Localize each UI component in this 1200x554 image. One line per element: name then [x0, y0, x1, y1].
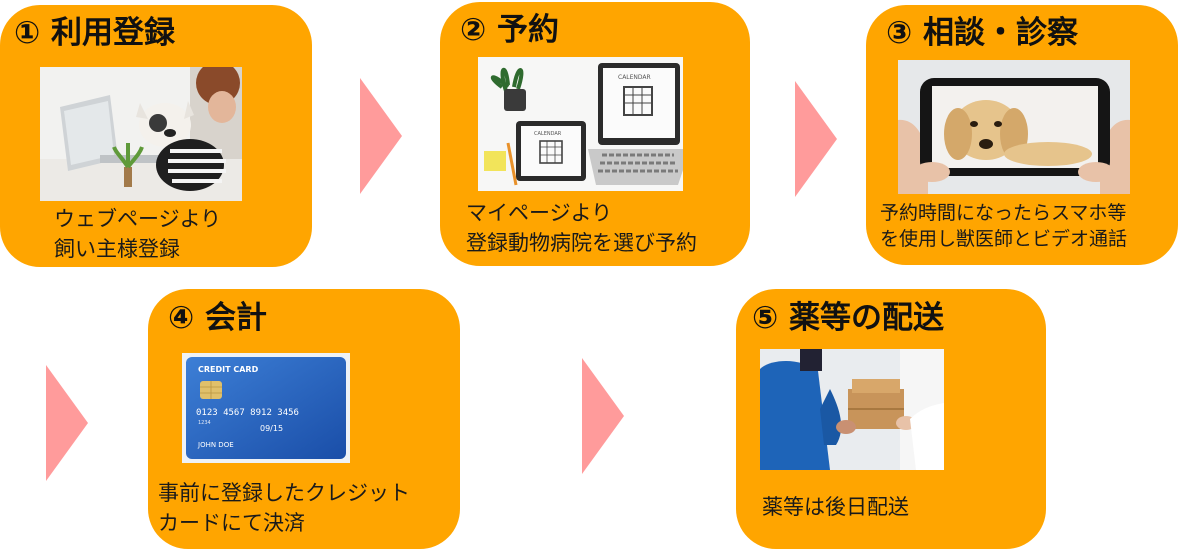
courier-delivering-box-photo	[760, 349, 944, 470]
step-desc-1-line-2: 飼い主様登録	[54, 236, 180, 261]
card-number: 0123 4567 8912 3456	[196, 408, 299, 418]
step-desc-3: 予約時間になったらスマホ等 を使用し獣医師とビデオ通話	[880, 200, 1127, 252]
step-title-5: ⑤ 薬等の配送	[752, 300, 945, 336]
step-desc-3-line-2: を使用し獣医師とビデオ通話	[880, 228, 1128, 251]
credit-card-photo: CREDIT CARD 0123 4567 8912 3456 1234 09/…	[182, 353, 350, 463]
dog-on-smartphone-screen-photo	[898, 60, 1130, 194]
step-desc-4: 事前に登録したクレジット カードにて決済	[158, 479, 410, 539]
calendar-label-laptop: CALENDAR	[618, 74, 651, 81]
card-label: CREDIT CARD	[198, 365, 259, 374]
step-desc-5-line-1: 薬等は後日配送	[762, 495, 909, 519]
woman-with-dog-at-laptop-photo	[40, 67, 242, 201]
step-title-4: ④ 会計	[168, 300, 268, 336]
step-desc-3-line-1: 予約時間になったらスマホ等	[880, 202, 1127, 224]
step-desc-1: ウェブページより 飼い主様登録	[54, 205, 221, 265]
step-desc-2: マイページより 登録動物病院を選び予約	[466, 199, 697, 259]
step-desc-2-line-2: 登録動物病院を選び予約	[466, 230, 697, 255]
calendar-on-laptop-and-tablet-photo: CALENDAR CALENDAR	[478, 57, 683, 191]
chevron-right-icon	[360, 78, 402, 194]
step-desc-4-line-2: カードにて決済	[158, 510, 305, 535]
card-expiry: 09/15	[260, 424, 283, 433]
chevron-right-icon	[795, 81, 837, 197]
step-desc-2-line-1: マイページより	[466, 201, 613, 225]
chevron-right-icon	[46, 365, 88, 481]
step-title-2: ② 予約	[460, 12, 560, 48]
chevron-right-icon	[582, 358, 624, 474]
step-desc-1-line-1: ウェブページより	[54, 207, 222, 231]
card-small-number: 1234	[198, 420, 211, 426]
card-holder: JOHN DOE	[197, 441, 234, 449]
step-title-1: ① 利用登録	[14, 15, 176, 51]
step-desc-4-line-1: 事前に登録したクレジット	[158, 481, 410, 505]
step-desc-5: 薬等は後日配送	[762, 493, 909, 523]
step-title-3: ③ 相談・診察	[886, 15, 1079, 51]
calendar-label-tablet: CALENDAR	[534, 131, 562, 137]
